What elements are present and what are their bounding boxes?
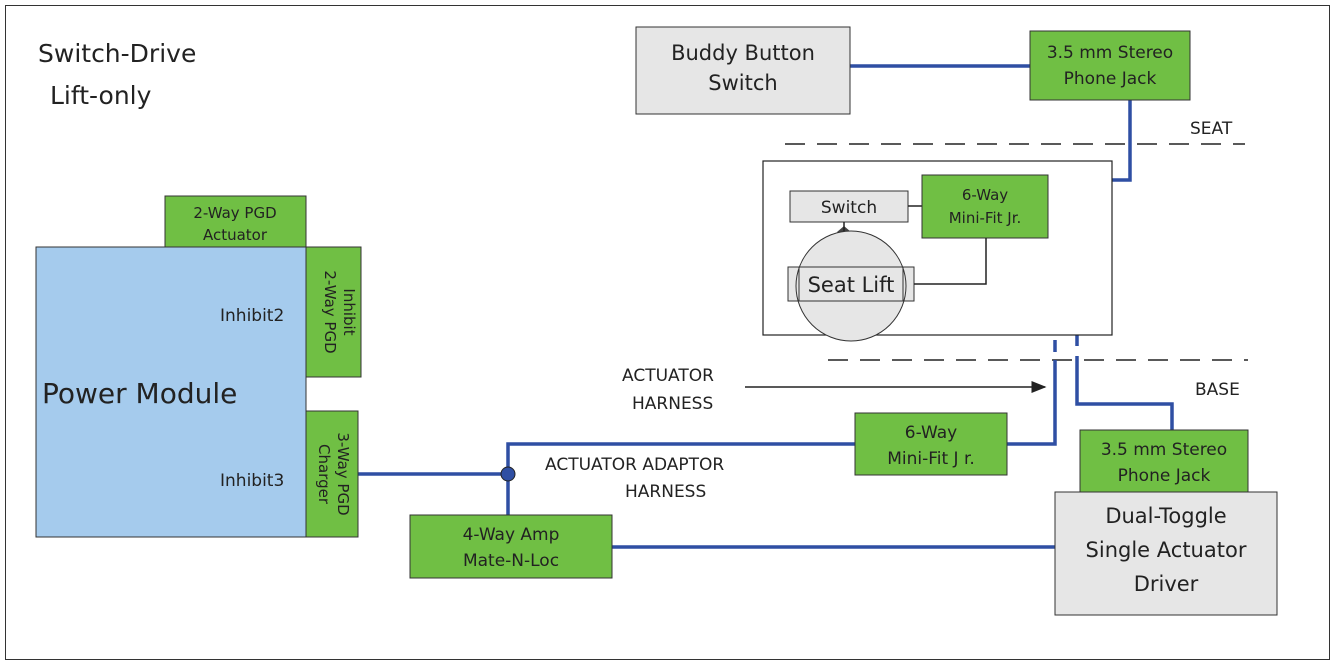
- seat-lift-shaft: [798, 266, 904, 302]
- pgd-charger-label-2: Charger: [315, 444, 333, 505]
- pgd-inhibit-label-1: 2-Way PGD: [321, 270, 339, 353]
- pgd-charger-label-1: 3-Way PGD: [334, 432, 352, 515]
- pgd-charger-connector: [305, 410, 359, 538]
- amp-mate-label-1: 4-Way Amp: [463, 525, 560, 545]
- driver-label-2: Single Actuator: [1086, 538, 1247, 562]
- seat-lift-label: Seat Lift: [808, 273, 895, 297]
- buddy-button-label-1: Buddy Button: [671, 41, 815, 65]
- inhibit3-label: Inhibit3: [220, 471, 284, 491]
- actuator-harness-label-2: HARNESS: [632, 394, 713, 414]
- diagram-title-line1: Switch-Drive: [38, 39, 196, 68]
- driver-label-1: Dual-Toggle: [1105, 504, 1226, 528]
- buddy-button-switch: [635, 26, 851, 115]
- junction-dot: [500, 466, 516, 482]
- mini-fit-seat: [921, 174, 1049, 239]
- diagram-title-line2: Lift-only: [50, 81, 152, 110]
- pgd-actuator-connector: [164, 195, 307, 248]
- diagram-frame: [5, 5, 1330, 660]
- pgd-actuator-label-2: Actuator: [203, 226, 268, 244]
- driver-label-3: Driver: [1134, 572, 1199, 596]
- stereo-jack-bottom-label-1: 3.5 mm Stereo: [1101, 440, 1227, 460]
- mini-fit-base-label-1: 6-Way: [905, 423, 957, 443]
- amp-mate-label-2: Mate-N-Loc: [463, 551, 559, 571]
- wire-to-jack-bottom: [1075, 360, 1174, 430]
- seat-lift-motor: [795, 230, 907, 342]
- inhibit2-label: Inhibit2: [220, 306, 284, 326]
- seat-zone-label: SEAT: [1190, 119, 1233, 139]
- power-module-label: Power Module: [42, 377, 237, 410]
- stereo-jack-bottom-label-2: Phone Jack: [1118, 466, 1211, 486]
- seat-switch-label: Switch: [821, 198, 877, 218]
- stereo-jack-top: [1029, 30, 1191, 101]
- pgd-inhibit-connector: [305, 246, 362, 378]
- pgd-inhibit-label-2: Inhibit: [340, 288, 358, 335]
- dual-toggle-driver: [1054, 491, 1278, 616]
- wire-minifit-join: [1007, 360, 1057, 446]
- actuator-harness-label-1: ACTUATOR: [622, 366, 714, 386]
- power-module: [35, 246, 307, 538]
- adaptor-harness-label-1: ACTUATOR ADAPTOR: [545, 455, 724, 475]
- buddy-button-label-2: Switch: [708, 71, 777, 95]
- mini-fit-base-label-2: Mini-Fit J r.: [887, 449, 975, 469]
- base-zone-label: BASE: [1195, 380, 1240, 400]
- wire-lift-to-minifit: [914, 238, 987, 285]
- stereo-jack-bottom: [1079, 429, 1249, 493]
- amp-mate-connector: [409, 514, 613, 579]
- wire-adaptor-harness: [506, 442, 855, 515]
- pgd-actuator-label-1: 2-Way PGD: [193, 204, 276, 222]
- stereo-jack-top-label-1: 3.5 mm Stereo: [1047, 43, 1173, 63]
- mini-fit-base: [854, 412, 1008, 476]
- mini-fit-seat-label-2: Mini-Fit Jr.: [949, 209, 1022, 227]
- mini-fit-seat-label-1: 6-Way: [962, 186, 1008, 204]
- seat-switch: [789, 190, 909, 223]
- adaptor-harness-label-2: HARNESS: [625, 482, 706, 502]
- stereo-jack-top-label-2: Phone Jack: [1064, 69, 1157, 89]
